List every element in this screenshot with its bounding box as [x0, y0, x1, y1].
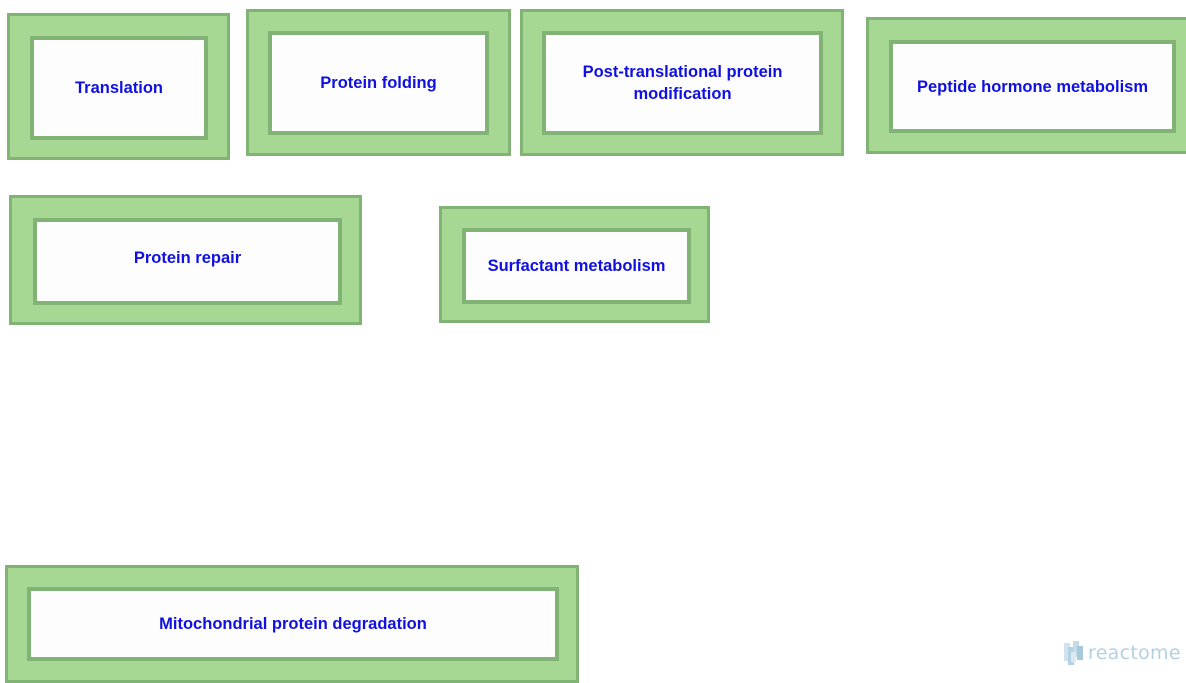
pathway-label: Translation — [74, 79, 164, 97]
pathway-peptide-hormone[interactable]: Peptide hormone metabolism — [866, 17, 1186, 154]
pathway-post-translational-box: Post-translational protein modification — [542, 31, 823, 135]
pathway-translation-box: Translation — [30, 36, 208, 140]
pathway-label: Mitochondrial protein degradation — [159, 615, 427, 633]
reactome-logo-icon — [1062, 639, 1086, 667]
pathway-protein-repair-box: Protein repair — [33, 218, 342, 305]
pathway-protein-folding[interactable]: Protein folding — [246, 9, 511, 156]
pathway-label: Peptide hormone metabolism — [916, 77, 1149, 96]
pathway-translation[interactable]: Translation — [7, 13, 230, 160]
pathway-label: Protein repair — [133, 248, 242, 267]
pathway-protein-repair[interactable]: Protein repair — [9, 195, 362, 325]
pathway-label: Surfactant metabolism — [487, 257, 666, 275]
pathway-mitochondrial[interactable]: Mitochondrial protein degradation — [5, 565, 579, 683]
pathway-surfactant-box: Surfactant metabolism — [462, 228, 691, 304]
pathway-protein-folding-box: Protein folding — [268, 31, 489, 135]
pathway-peptide-hormone-box: Peptide hormone metabolism — [889, 40, 1176, 133]
pathway-surfactant[interactable]: Surfactant metabolism — [439, 206, 710, 323]
pathway-mitochondrial-box: Mitochondrial protein degradation — [27, 587, 559, 661]
pathway-label: Post-translational protein modification — [582, 63, 783, 103]
reactome-logo-text: reactome — [1088, 642, 1181, 664]
reactome-logo: reactome — [1062, 638, 1186, 668]
pathway-label: Protein folding — [320, 74, 437, 92]
pathway-post-translational[interactable]: Post-translational protein modification — [520, 9, 844, 156]
